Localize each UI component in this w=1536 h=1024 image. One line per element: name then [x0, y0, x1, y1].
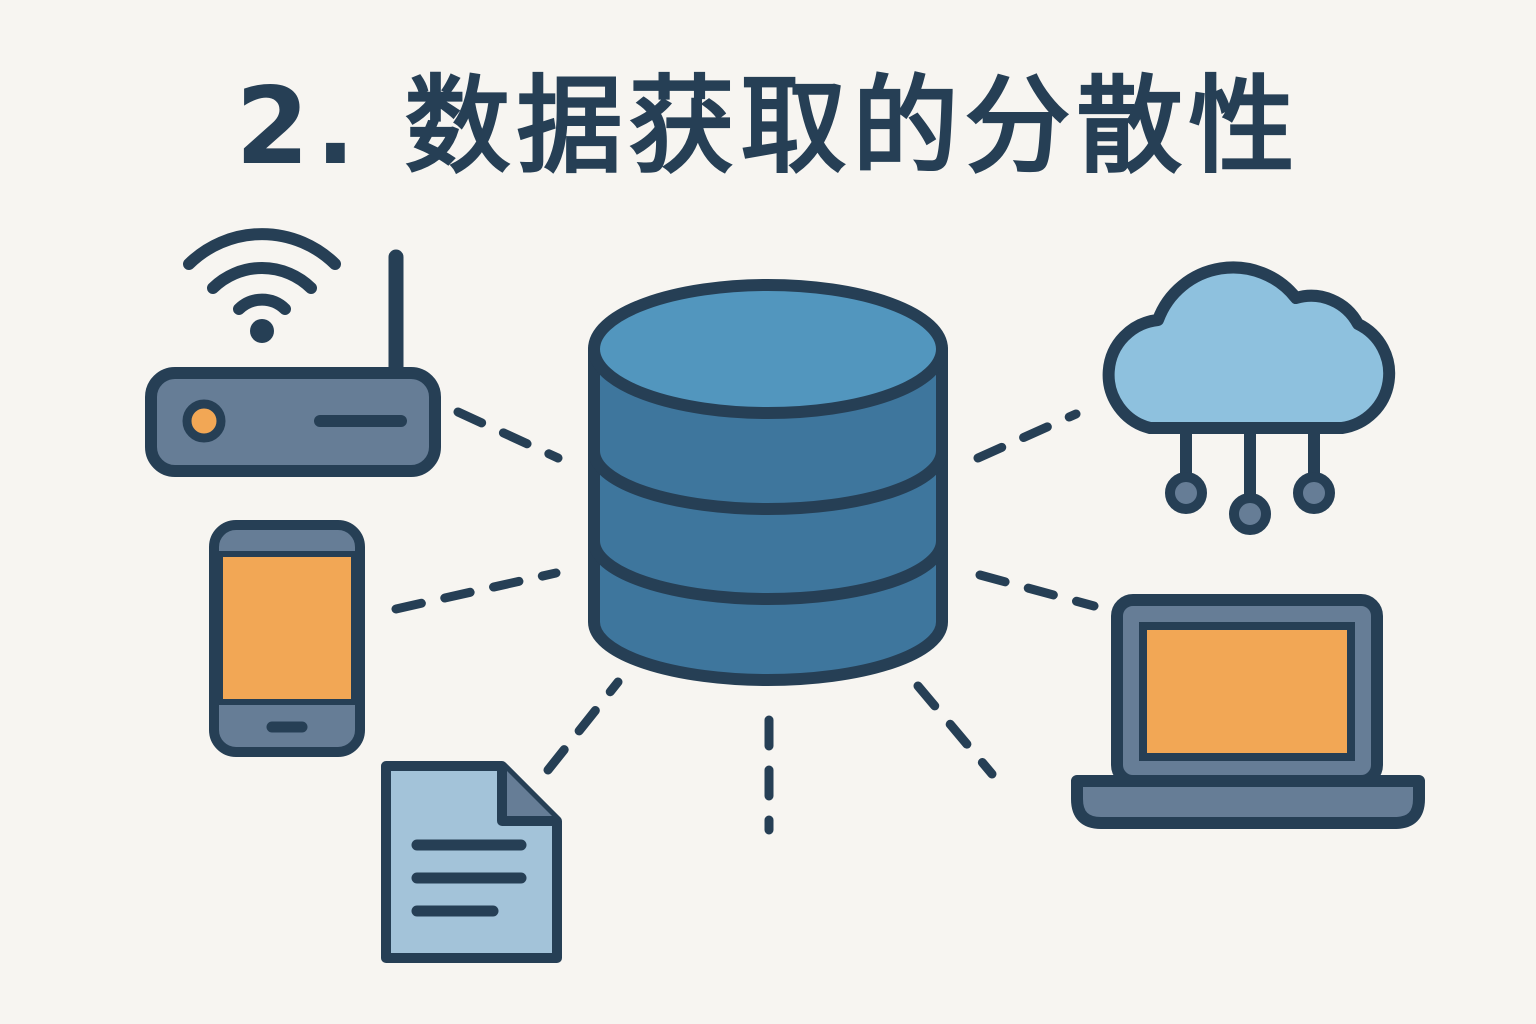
document-icon	[381, 761, 562, 963]
wifi-signal-icon	[183, 228, 341, 315]
laptop-base	[1071, 775, 1425, 829]
connector-laptop	[975, 570, 1099, 611]
page-title: 2. 数据获取的分散性	[235, 65, 1301, 188]
document-fold	[497, 766, 557, 826]
router-indicator-light	[182, 399, 226, 443]
database-icon	[588, 279, 948, 686]
connector-cloud	[973, 409, 1081, 463]
connector-document	[543, 677, 623, 775]
phone-screen	[217, 551, 357, 705]
laptop-screen	[1139, 622, 1355, 761]
smartphone-icon	[209, 520, 365, 757]
document-text-lines	[411, 839, 527, 917]
connector-phone	[391, 568, 561, 614]
cloud-shape	[1102, 261, 1396, 434]
router-body	[145, 367, 441, 477]
cloud-nodes	[1165, 472, 1335, 535]
wifi-router-icon	[145, 228, 441, 477]
connector-right-bottom	[913, 681, 997, 779]
cloud-network-icon	[1102, 261, 1396, 535]
laptop-icon	[1071, 594, 1425, 829]
connector-router	[453, 407, 563, 463]
connectors	[391, 407, 1099, 835]
